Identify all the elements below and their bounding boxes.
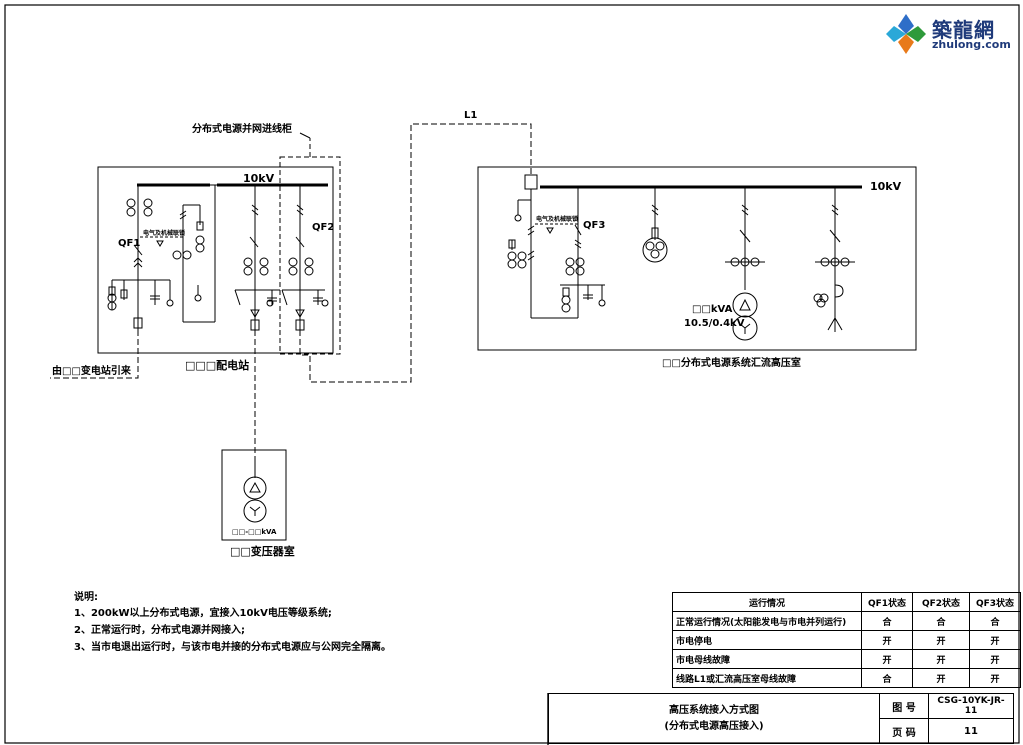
cabinet-title-label: 分布式电源并网进线柜	[192, 124, 292, 135]
table-cell: 开	[912, 649, 970, 669]
table-cell: 市电母线故障	[672, 649, 862, 669]
qf2-label: QF2	[312, 222, 335, 233]
drawing-title-cell: 高压系统接入方式图 (分布式电源高压接入)	[548, 693, 880, 744]
bus-left-label: 10kV	[243, 172, 275, 185]
operation-status-table: 运行情况 QF1状态 QF2状态 QF3状态 正常运行情况(太阳能发电与市电并列…	[672, 592, 1021, 688]
feeder-out	[234, 185, 280, 331]
feeder-qf3	[560, 224, 606, 313]
substation-label: □□□配电站	[185, 359, 250, 372]
table-cell: 正常运行情况(太阳能发电与市电并列运行)	[672, 611, 862, 631]
qf1-label: QF1	[118, 238, 141, 249]
line-l1-label: L1	[464, 110, 478, 121]
feeder-transformer	[725, 187, 765, 341]
table-cell: 开	[969, 668, 1021, 688]
logo-emblem-icon	[886, 14, 926, 54]
table-cell: 开	[912, 630, 970, 650]
hv-room-label: □□分布式电源系统汇流高压室	[662, 358, 801, 369]
note-item-2: 2、正常运行时，分布式电源并网接入;	[74, 625, 245, 636]
source-line-label: 由□□变电站引来	[52, 366, 131, 377]
table-header-row: 运行情况 QF1状态 QF2状态 QF3状态	[672, 592, 1021, 612]
table-row: 市电母线故障 开 开 开	[672, 649, 1021, 669]
table-cell: 开	[969, 649, 1021, 669]
table-cell: 市电停电	[672, 630, 862, 650]
note-item-3: 3、当市电退出运行时，与该市电并接的分布式电源应与公网完全隔离。	[74, 642, 391, 653]
transformer-small-rating: □□-□□kVA	[232, 528, 277, 536]
table-cell: 开	[969, 630, 1021, 650]
note-item-1: 1、200kW以上分布式电源，宜接入10kV电压等级系统;	[74, 608, 332, 619]
interlock-right-label: 电气及机械联锁	[536, 216, 579, 223]
cabinet-dashed-box	[279, 156, 341, 355]
table-cell: 开	[912, 668, 970, 688]
transformer-room-label: □□变压器室	[230, 545, 295, 558]
drawing-subtitle: (分布式电源高压接入)	[664, 720, 764, 732]
transformer-big-ratio: 10.5/0.4kV	[684, 318, 745, 329]
table-cell: 开	[861, 630, 913, 650]
feeder-pt	[642, 187, 668, 263]
page-number: 11	[928, 718, 1014, 744]
page-label: 页 码	[879, 718, 929, 744]
table-row: 市电停电 开 开 开	[672, 630, 1021, 650]
drawing-title: 高压系统接入方式图	[669, 704, 759, 716]
transformer-big-kva: □□kVA	[692, 304, 733, 315]
interlock-left-label: 电气及机械联锁	[143, 230, 186, 237]
table-row: 线路L1或汇流高压室母线故障 合 开 开	[672, 668, 1021, 688]
table-row: 正常运行情况(太阳能发电与市电并列运行) 合 合 合	[672, 611, 1021, 631]
table-cell: 线路L1或汇流高压室母线故障	[672, 668, 862, 688]
transformer-room-box	[221, 449, 287, 541]
table-cell: 合	[861, 611, 913, 631]
table-cell: 开	[861, 649, 913, 669]
table-cell: 合	[969, 611, 1021, 631]
feeder-qf1	[107, 185, 174, 330]
table-header: QF1状态	[861, 592, 913, 612]
zhulong-logo[interactable]: 築龍網 zhulong.com	[884, 12, 1012, 58]
feeder-qf2	[281, 185, 329, 331]
title-block: 高压系统接入方式图 (分布式电源高压接入) 图 号 CSG-10YK-JR-11…	[548, 693, 1014, 744]
logo-text-en: zhulong.com	[932, 38, 1011, 51]
hv-room-box	[477, 166, 917, 351]
bus-right-label: 10kV	[870, 180, 902, 193]
feeder-tie	[172, 184, 217, 323]
table-cell: 合	[912, 611, 970, 631]
drawing-no: CSG-10YK-JR-11	[928, 693, 1014, 719]
table-cell: 合	[861, 668, 913, 688]
substation-box	[97, 166, 334, 354]
notes-title: 说明:	[74, 592, 98, 603]
logo-text-cn: 築龍網	[932, 18, 995, 42]
drawing-no-label: 图 号	[879, 693, 929, 719]
table-header: 运行情况	[672, 592, 862, 612]
drawing-frame	[4, 4, 1020, 744]
table-header: QF2状态	[912, 592, 970, 612]
feeder-load	[813, 187, 855, 332]
qf3-label: QF3	[583, 220, 606, 231]
table-header: QF3状态	[969, 592, 1021, 612]
